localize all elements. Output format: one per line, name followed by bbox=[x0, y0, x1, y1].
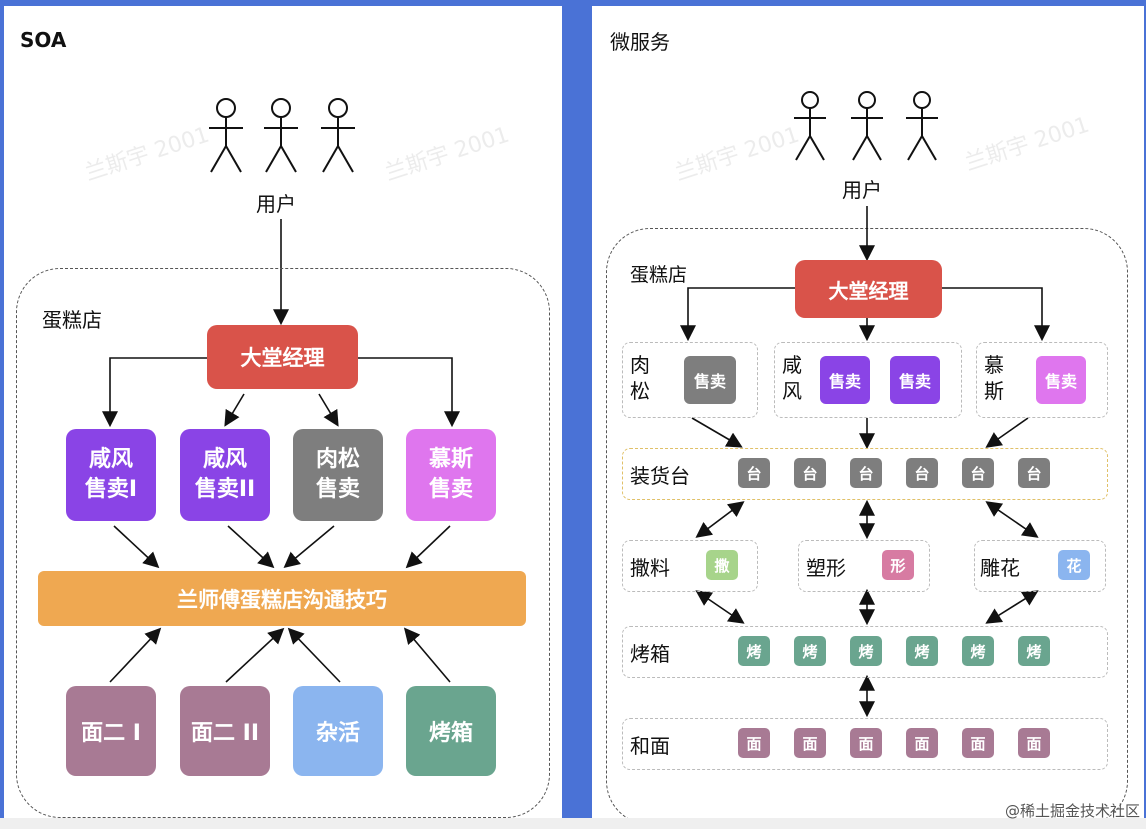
xianfeng-sell-box-1: 售卖 bbox=[820, 356, 870, 404]
dock-tile: 台 bbox=[906, 458, 938, 488]
dough-label: 和面 bbox=[630, 734, 670, 758]
footer-credit: @稀土掘金技术社区 bbox=[1004, 802, 1140, 820]
soa-title: SOA bbox=[20, 28, 67, 52]
oven-tile: 烤 bbox=[1018, 636, 1050, 666]
user-icon bbox=[264, 98, 298, 173]
cake-shop-label: 蛋糕店 bbox=[630, 264, 688, 286]
dough-tile: 面 bbox=[850, 728, 882, 758]
service-group-rousong bbox=[622, 342, 758, 418]
users-label: 用户 bbox=[256, 192, 296, 216]
station-suxing-label: 塑形 bbox=[806, 556, 846, 580]
cake-shop-label: 蛋糕店 bbox=[42, 308, 102, 332]
station-diaohua-tile: 花 bbox=[1058, 550, 1090, 580]
oven-tile: 烤 bbox=[850, 636, 882, 666]
dock-tile: 台 bbox=[962, 458, 994, 488]
microservice-panel: 兰斯宇 2001 兰斯宇 2001 微服务 蛋糕店 用户 大堂经理 bbox=[592, 6, 1144, 829]
bottom-bar bbox=[0, 818, 1146, 829]
station-saliao bbox=[622, 540, 758, 592]
station-suxing bbox=[798, 540, 930, 592]
oven-row bbox=[622, 626, 1108, 678]
loading-dock-row bbox=[622, 448, 1108, 500]
microservice-title: 微服务 bbox=[610, 30, 670, 54]
user-icon bbox=[209, 98, 243, 173]
dock-tile: 台 bbox=[850, 458, 882, 488]
seller-xianfeng-1: 咸风 售卖I bbox=[66, 429, 156, 521]
oven-tile: 烤 bbox=[906, 636, 938, 666]
dough-tile: 面 bbox=[962, 728, 994, 758]
worker-mian-1: 面二 I bbox=[66, 686, 156, 776]
dock-tile: 台 bbox=[1018, 458, 1050, 488]
oven-label: 烤箱 bbox=[630, 642, 670, 666]
worker-mian-2: 面二 II bbox=[180, 686, 270, 776]
user-icon bbox=[794, 91, 826, 161]
service-group-musi bbox=[976, 342, 1108, 418]
musi-sell-box: 售卖 bbox=[1036, 356, 1086, 404]
microservice-arrows bbox=[680, 91, 1050, 718]
lobby-manager: 大堂经理 bbox=[207, 325, 358, 389]
users-label: 用户 bbox=[842, 178, 882, 202]
seller-rousong: 肉松 售卖 bbox=[293, 429, 383, 521]
cake-shop-boundary bbox=[16, 268, 550, 818]
lobby-manager: 大堂经理 bbox=[795, 260, 942, 318]
service-group-rousong-label: 肉 松 bbox=[630, 353, 650, 403]
worker-kaoxiang: 烤箱 bbox=[406, 686, 496, 776]
soa-panel: 兰斯宇 2001 兰斯宇 2001 SOA 用户 蛋糕店 大堂经理 咸 bbox=[4, 6, 562, 829]
user-icon bbox=[906, 91, 938, 161]
rousong-sell-box: 售卖 bbox=[684, 356, 736, 404]
seller-musi: 慕斯 售卖 bbox=[406, 429, 496, 521]
service-group-xianfeng-label: 咸 风 bbox=[782, 353, 802, 403]
dough-row bbox=[622, 718, 1108, 770]
station-diaohua-label: 雕花 bbox=[980, 556, 1020, 580]
dock-tile: 台 bbox=[738, 458, 770, 488]
service-group-musi-label: 慕 斯 bbox=[984, 353, 1004, 403]
station-diaohua bbox=[974, 540, 1106, 592]
oven-tile: 烤 bbox=[962, 636, 994, 666]
user-icon bbox=[851, 91, 883, 161]
dough-tile: 面 bbox=[1018, 728, 1050, 758]
station-suxing-tile: 形 bbox=[882, 550, 914, 580]
xianfeng-sell-box-2: 售卖 bbox=[890, 356, 940, 404]
dough-tile: 面 bbox=[738, 728, 770, 758]
station-saliao-tile: 撒 bbox=[706, 550, 738, 580]
seller-xianfeng-2: 咸风 售卖II bbox=[180, 429, 270, 521]
dough-tile: 面 bbox=[906, 728, 938, 758]
user-icon bbox=[321, 98, 355, 173]
loading-dock-label: 装货台 bbox=[630, 464, 690, 488]
worker-zahuo: 杂活 bbox=[293, 686, 383, 776]
dock-tile: 台 bbox=[794, 458, 826, 488]
dough-tile: 面 bbox=[794, 728, 826, 758]
communication-hub: 兰师傅蛋糕店沟通技巧 bbox=[38, 571, 526, 626]
service-group-xianfeng bbox=[774, 342, 962, 418]
oven-tile: 烤 bbox=[738, 636, 770, 666]
oven-tile: 烤 bbox=[794, 636, 826, 666]
soa-arrows bbox=[102, 98, 460, 683]
station-saliao-label: 撒料 bbox=[630, 556, 670, 580]
